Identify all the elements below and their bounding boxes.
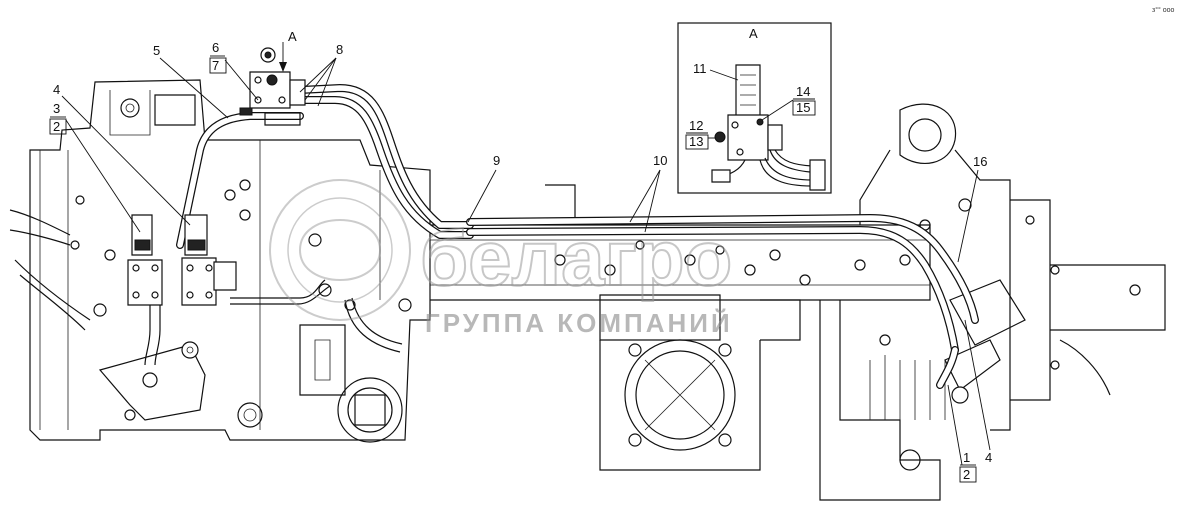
callout-14: 14 [796,84,810,99]
callout-2-left: 2 [53,119,60,134]
callout-4-left: 4 [53,82,60,97]
callout-10: 10 [653,153,667,168]
callout-2-right: 2 [963,467,970,482]
hydraulic-pipes [144,84,979,389]
inset-view-a: А [677,22,832,194]
inset-title: А [749,26,758,41]
center-shaft [430,184,931,471]
callout-16: 16 [973,154,987,169]
watermark-subtitle: ГРУППА КОМПАНИЙ [425,308,733,338]
callout-1: 1 [963,450,970,465]
valve-blocks [127,214,237,306]
callout-9: 9 [493,153,500,168]
top-valve [239,47,306,126]
callout-13: 13 [689,134,703,149]
watermark-brand: белагро [420,214,732,302]
right-housing [819,103,1166,501]
callout-15: 15 [796,100,810,115]
view-label: А [288,29,297,44]
callout-8: 8 [336,42,343,57]
callout-4-right: 4 [985,450,992,465]
callout-3: 3 [53,101,60,116]
callout-12: 12 [689,118,703,133]
callout-6: 6 [212,40,219,55]
corner-mark: з°° ооо [1152,6,1175,14]
callouts: 5 6 7 8 4 3 2 9 10 11 12 13 [49,40,992,483]
callout-5: 5 [153,43,160,58]
callout-11: 11 [693,61,707,76]
view-arrow-a: А [279,29,297,72]
watermark: белагро ГРУППА КОМПАНИЙ [269,179,733,338]
left-housing [9,79,431,443]
callout-7: 7 [212,58,219,73]
